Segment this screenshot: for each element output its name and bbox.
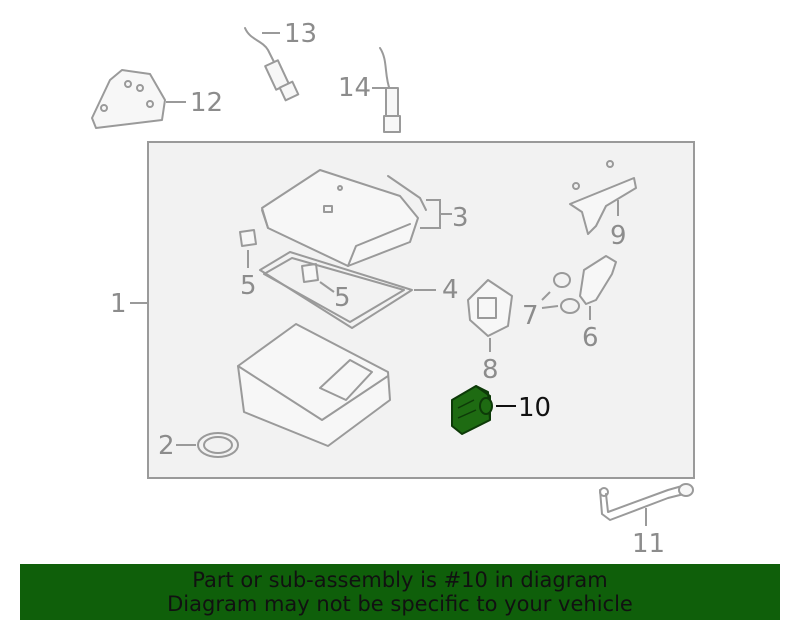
info-banner: Part or sub-assembly is #10 in diagram D… xyxy=(20,564,780,620)
part-11-hose[interactable] xyxy=(599,483,694,521)
part-12-bracket[interactable] xyxy=(91,69,166,129)
callout-6: 6 xyxy=(582,323,599,353)
callout-5-right: 5 xyxy=(334,283,351,313)
callout-12: 12 xyxy=(190,88,223,118)
part-6-hose[interactable] xyxy=(579,255,617,305)
part-8-bracket[interactable] xyxy=(467,279,513,337)
part-7-clamps[interactable] xyxy=(553,272,580,314)
callout-10: 10 xyxy=(518,393,551,423)
callout-4: 4 xyxy=(442,275,459,305)
callout-3: 3 xyxy=(452,203,469,233)
parts-diagram: 12 13 14 1 3 5 5 4 xyxy=(91,19,695,559)
callout-5-left: 5 xyxy=(240,271,257,301)
callout-11: 11 xyxy=(632,529,665,559)
callout-14: 14 xyxy=(338,73,371,103)
callout-9: 9 xyxy=(610,221,627,251)
air-cleaner-housing[interactable] xyxy=(237,323,391,447)
part-5-clip-right[interactable] xyxy=(301,263,319,283)
part-10-highlighted[interactable] xyxy=(451,385,493,435)
banner-line-1: Part or sub-assembly is #10 in diagram xyxy=(192,568,608,592)
part-9-bracket[interactable] xyxy=(569,160,637,235)
callout-7: 7 xyxy=(522,301,539,331)
part-5-clip-left[interactable] xyxy=(239,229,257,247)
part-3-lid[interactable] xyxy=(261,169,427,267)
banner-line-2: Diagram may not be specific to your vehi… xyxy=(167,592,633,616)
callout-13: 13 xyxy=(284,19,317,49)
callout-1: 1 xyxy=(110,289,127,319)
callout-8: 8 xyxy=(482,355,499,385)
part-14-sensor[interactable] xyxy=(379,47,401,133)
part-2-grommet[interactable] xyxy=(197,432,239,458)
part-13-sensor[interactable] xyxy=(244,27,300,102)
callout-2: 2 xyxy=(158,431,175,461)
part-4-seal[interactable] xyxy=(259,251,413,329)
